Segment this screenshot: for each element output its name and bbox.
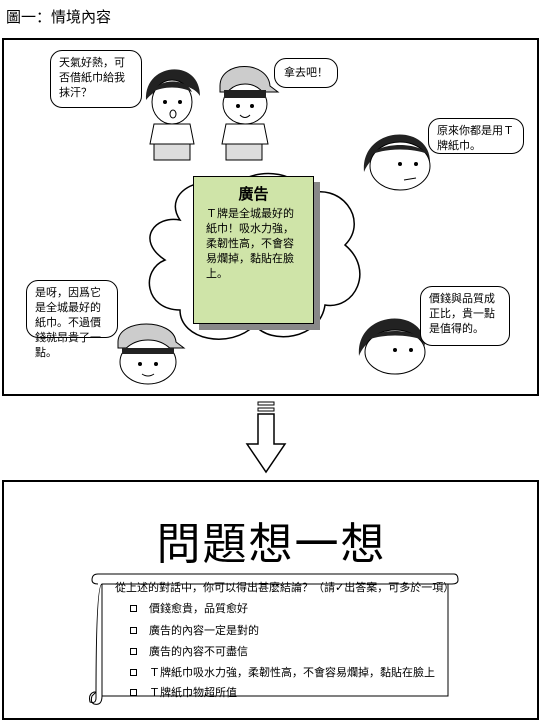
section-title: 問題想一想 — [156, 519, 387, 570]
option-4[interactable]: Ｔ牌紙巾吸水力強，柔韌性高，不會容易爛掉，黏貼在臉上 — [130, 664, 435, 680]
scroll-frame — [89, 573, 459, 705]
girl-figure — [145, 69, 200, 161]
speech-bubble-girl-top: 天氣好熱，可否借紙巾給我抹汗？ — [50, 50, 142, 108]
girl-face-right-top — [363, 134, 431, 191]
checkbox[interactable] — [130, 668, 137, 676]
advertisement-text: Ｔ牌是全城最好的紙巾！吸水力強，柔韌性高，不會容易爛掉，黏貼在臉上。 — [206, 207, 294, 280]
boy-figure — [219, 66, 280, 161]
girl-face-right-bottom — [358, 318, 426, 375]
option-2[interactable]: 廣告的內容一定是對的 — [130, 622, 259, 638]
question-panel — [2, 480, 539, 720]
speech-bubble-boy-top: 拿去吧！ — [274, 58, 338, 88]
down-arrow-icon — [245, 401, 287, 474]
option-label: 廣告的內容一定是對的 — [149, 624, 259, 637]
option-label: Ｔ牌紙巾物超所值 — [149, 686, 237, 699]
option-1[interactable]: 價錢愈貴，品質愈好 — [130, 600, 248, 616]
speech-bubble-girl-right-top: 原來你都是用Ｔ牌紙巾。 — [428, 118, 524, 154]
question-prompt: 從上述的對話中，你可以得出甚麽結論？（請✓出答案，可多於一項） — [115, 581, 455, 594]
checkbox[interactable] — [130, 626, 137, 634]
option-label: Ｔ牌紙巾吸水力強，柔韌性高，不會容易爛掉，黏貼在臉上 — [149, 666, 435, 679]
advertisement-note: 廣告 Ｔ牌是全城最好的紙巾！吸水力強，柔韌性高，不會容易爛掉，黏貼在臉上。 — [193, 176, 314, 324]
advertisement-title: 廣告 — [238, 185, 269, 203]
checkbox[interactable] — [130, 604, 137, 612]
checkbox[interactable] — [130, 647, 137, 655]
option-label: 廣告的內容不可盡信 — [149, 645, 248, 658]
option-3[interactable]: 廣告的內容不可盡信 — [130, 643, 248, 659]
scenario-panel — [2, 38, 539, 396]
two-children-illustration — [145, 66, 280, 161]
figure-caption: 圖一：情境內容 — [6, 8, 112, 26]
speech-bubble-boy-bottom: 是呀，因爲它是全城最好的紙巾。不過價錢就昂貴了一點。 — [26, 280, 118, 359]
checkbox[interactable] — [130, 688, 137, 696]
option-5[interactable]: Ｔ牌紙巾物超所值 — [130, 684, 237, 700]
speech-bubble-girl-right-bottom: 價錢與品質成正比，貴一點是值得的。 — [420, 286, 510, 346]
option-label: 價錢愈貴，品質愈好 — [149, 602, 248, 615]
boy-face-bottom — [117, 323, 186, 385]
